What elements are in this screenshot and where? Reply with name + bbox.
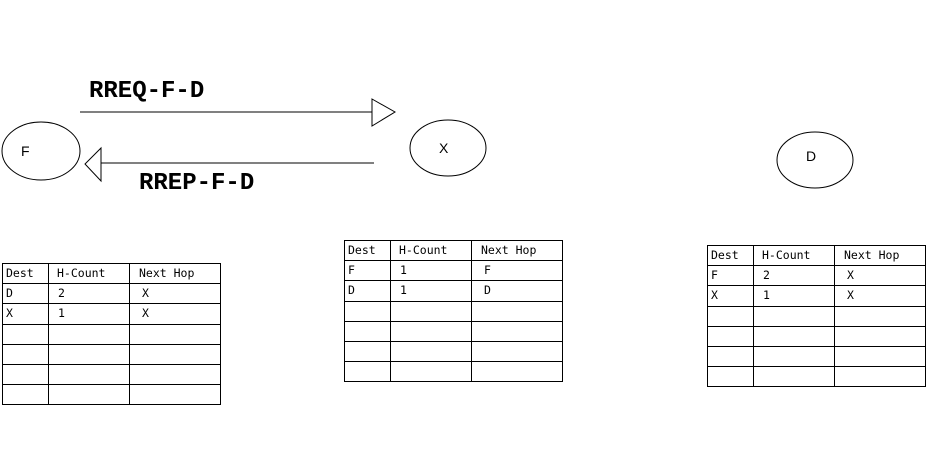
node-f-label: F [21,143,30,159]
header-next-hop: Next Hop [834,244,926,267]
cell-next-hop: X [129,283,221,305]
cell-next-hop [129,363,221,386]
cell-hop-count [390,320,472,342]
table-row [344,340,563,363]
header-next-hop: Next Hop [129,262,221,285]
cell-hop-count [753,345,835,368]
header-hop-count: H-Count [390,239,472,262]
cell-next-hop [471,300,563,322]
cell-next-hop [834,366,926,388]
cell-hop-count: 1 [390,280,472,302]
cell-dest [707,325,754,347]
rreq-label: RREQ-F-D [89,78,204,105]
node-d: D [776,131,854,189]
rreq-arrow [80,98,396,127]
table-header-row: Dest H-Count Next Hop [2,262,221,285]
cell-dest [2,384,49,406]
header-dest: Dest [344,239,391,262]
cell-hop-count [390,340,472,363]
rrep-arrow [84,146,374,183]
header-dest: Dest [707,244,754,267]
cell-next-hop [834,305,926,327]
cell-hop-count [390,361,472,383]
cell-dest [344,300,391,322]
cell-next-hop [129,343,221,365]
cell-dest [344,361,391,383]
cell-hop-count: 2 [753,265,835,287]
cell-next-hop [471,361,563,383]
table-row [344,361,563,383]
rrep-label: RREP-F-D [139,170,254,197]
cell-dest [2,323,49,345]
cell-dest: F [707,265,754,287]
table-row [2,323,221,345]
cell-hop-count [48,323,130,345]
cell-dest [707,345,754,368]
table-header-row: Dest H-Count Next Hop [707,244,926,267]
cell-next-hop: F [471,260,563,282]
cell-dest: D [2,283,49,305]
cell-dest: X [2,303,49,325]
node-x: X [409,119,487,177]
cell-hop-count: 1 [753,285,835,307]
cell-hop-count: 1 [390,260,472,282]
cell-hop-count [48,384,130,406]
cell-hop-count [753,325,835,347]
table-row [707,305,926,327]
cell-dest [2,343,49,365]
cell-hop-count: 2 [48,283,130,305]
table-row [2,363,221,386]
table-row [344,300,563,322]
cell-hop-count [753,305,835,327]
table-row [344,320,563,342]
cell-next-hop [471,320,563,342]
header-hop-count: H-Count [753,244,835,267]
cell-next-hop [834,325,926,347]
table-row [2,343,221,365]
cell-dest [707,366,754,388]
table-header-row: Dest H-Count Next Hop [344,239,563,262]
table-row [707,345,926,368]
cell-dest: F [344,260,391,282]
header-dest: Dest [2,262,49,285]
cell-next-hop: X [129,303,221,325]
cell-hop-count [753,366,835,388]
cell-hop-count [390,300,472,322]
cell-hop-count [48,363,130,386]
cell-dest: X [707,285,754,307]
cell-next-hop [129,323,221,345]
cell-next-hop: D [471,280,563,302]
cell-dest [2,363,49,386]
cell-hop-count: 1 [48,303,130,325]
header-hop-count: H-Count [48,262,130,285]
header-next-hop: Next Hop [471,239,563,262]
cell-next-hop [834,345,926,368]
cell-next-hop [129,384,221,406]
cell-dest [344,340,391,363]
cell-hop-count [48,343,130,365]
cell-next-hop: X [834,285,926,307]
cell-dest [344,320,391,342]
table-row [2,384,221,406]
table-row [707,366,926,388]
node-d-label: D [806,148,816,164]
cell-dest [707,305,754,327]
cell-dest: D [344,280,391,302]
node-x-label: X [439,140,449,156]
table-row [707,325,926,347]
node-f: F [1,121,81,181]
cell-next-hop: X [834,265,926,287]
cell-next-hop [471,340,563,363]
